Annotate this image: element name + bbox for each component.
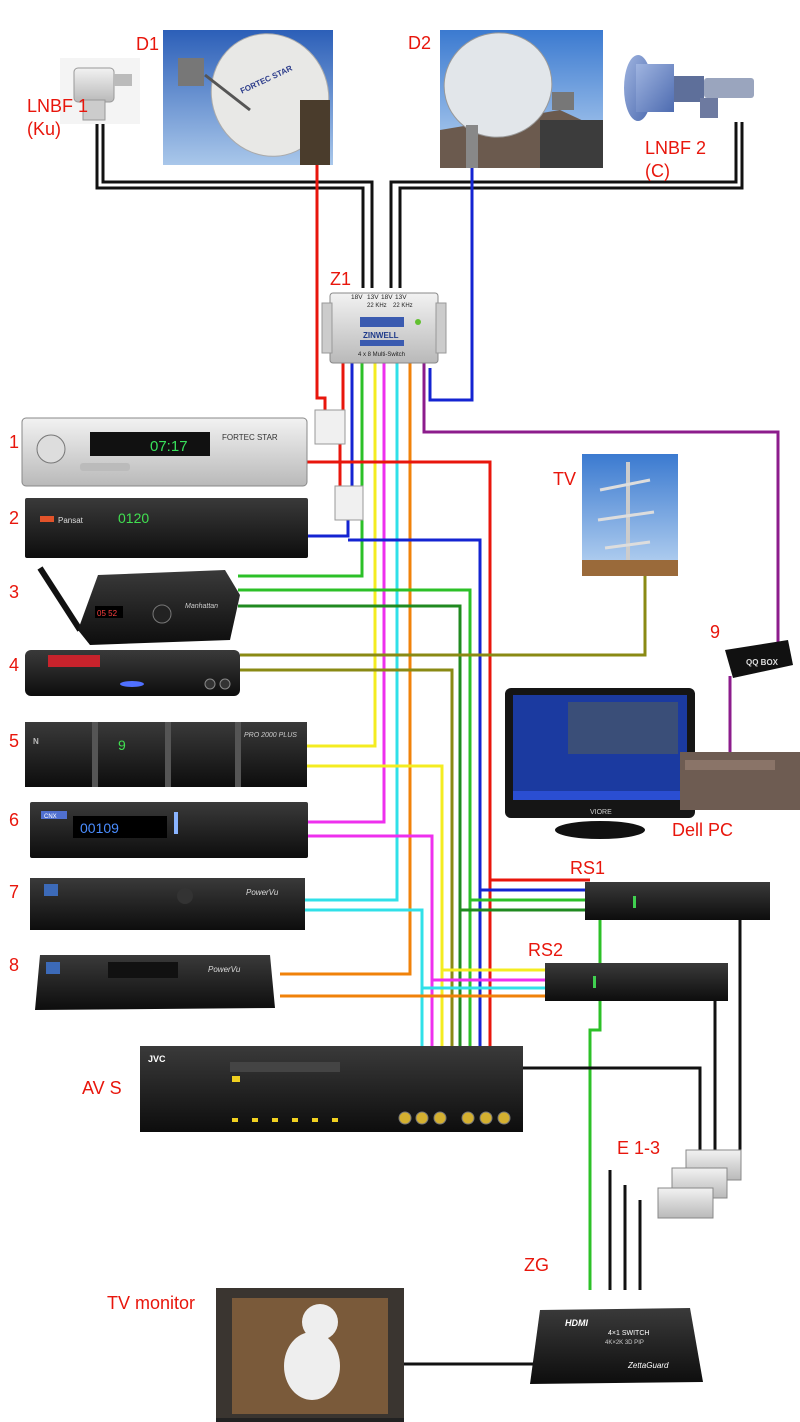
ms-port-1: 18V [351,294,363,301]
black-lnbf-cables [95,122,744,288]
red-wire-d1 [315,130,327,420]
label-rs2: RS2 [528,940,564,960]
label-num-1: 1 [9,432,20,452]
lnbf2-image [624,55,754,121]
ms-brand: ZINWELL [363,331,399,340]
label-num-8: 8 [9,955,20,975]
r6-display: 00109 [80,820,119,836]
olive-wire-r4 [240,668,454,1046]
red-wire-r1 [307,460,492,1046]
r5-display: 9 [118,737,126,753]
green-wire-r3 [238,588,472,1046]
ms-model: 4 x 8 Multi-Switch [358,352,405,358]
label-num-5: 5 [9,731,20,751]
r1-display: 07:17 [150,438,188,455]
r8-brand: PowerVu [208,965,241,974]
ms-port-3: 18V [381,294,393,301]
receiver-2: Pansat 0120 [25,498,308,558]
dkgreen-wire-r3 [238,604,462,1046]
zg-brand: ZettaGuard [627,1361,669,1370]
qq-box-label: QQ BOX [746,658,779,667]
zettaguard-switch: HDMI 4×1 SWITCH 4K×2K 3D PIP ZettaGuard [530,1308,703,1384]
receiver-5: N 9 PRO 2000 PLUS [25,722,307,787]
cyan-wire-r7 [305,908,424,1046]
dell-pc-monitor: VIORE [505,688,800,839]
label-d2: D2 [408,33,432,53]
label-num-7: 7 [9,882,20,902]
r5-brand: PRO 2000 PLUS [244,732,297,739]
label-av-s: AV S [82,1078,122,1098]
rs1-switch [585,882,770,920]
label-z1: Z1 [330,269,352,289]
dish-d1-photo: FORTEC STAR [163,30,333,165]
ms-khz-1: 22 KHz [367,303,387,309]
dish-d2-photo [440,30,603,168]
label-zg: ZG [524,1255,549,1275]
label-dell-pc: Dell PC [672,820,734,840]
label-lnbf1: LNBF 1 [27,96,89,116]
zg-hdmi: HDMI [565,1318,588,1328]
blue-wire-d2 [428,160,474,402]
yellow-wire-r5 [307,764,444,1046]
tv-monitor [216,1288,404,1422]
receiver-1: 07:17 FORTEC STAR [21,417,308,487]
label-lnbf2: LNBF 2 [645,138,707,158]
label-lnbf2-band: (C) [645,161,670,181]
r7-brand: PowerVu [246,888,279,897]
label-num-9: 9 [710,622,721,642]
lnbf1-image [60,58,140,124]
label-lnbf1-band: (Ku) [27,119,62,139]
label-rs1: RS1 [570,858,606,878]
receiver-4 [25,650,240,696]
ms-port-2: 13V [367,294,379,301]
receiver-8: PowerVu [35,955,275,1010]
magenta-wire-r6 [305,834,434,1046]
monitor-brand: VIORE [590,809,612,816]
label-tv-monitor: TV monitor [107,1293,196,1313]
r3-brand: Manhattan [185,603,218,610]
diplexer-2 [334,485,364,521]
r2-brand: Pansat [58,516,84,525]
label-e1-3: E 1-3 [617,1138,661,1158]
receiver-3: 05 52 Manhattan [37,566,240,645]
avs-brand: JVC [148,1054,166,1064]
label-num-6: 6 [9,810,20,830]
label-num-2: 2 [9,508,20,528]
svg-text:N: N [33,737,39,746]
rs2-switch [545,963,728,1001]
blue-r2 [305,520,350,538]
zg-spec: 4K×2K 3D PIP [605,1340,644,1346]
av-switch: JVC [140,1046,523,1132]
r1-brand: FORTEC STAR [222,433,278,442]
tv-antenna-photo [582,454,678,576]
extenders-e1-3 [657,1149,742,1219]
label-num-4: 4 [9,655,20,675]
label-tv-antenna: TV [553,469,577,489]
receiver-6: CNX 00109 [30,802,308,858]
r3-display: 05 52 [97,609,118,618]
r2-display: 0120 [118,510,149,526]
receiver-7: PowerVu [30,878,305,930]
diplexer-1 [314,409,346,445]
zg-switch: 4×1 SWITCH [608,1330,649,1337]
olive-wire-antenna [240,575,647,657]
blue-wire-r2 [348,538,482,1046]
r6-brand: CNX [44,814,57,820]
ms-khz-2: 22 KHz [393,303,413,309]
label-num-3: 3 [9,582,20,602]
ms-port-4: 13V [395,294,407,301]
qq-box: QQ BOX [725,640,793,678]
multiswitch-z1: 18V 13V 18V 13V 22 KHz 22 KHz ZINWELL 4 … [321,292,447,364]
white-cable-gap [99,122,740,288]
label-d1: D1 [136,34,160,54]
